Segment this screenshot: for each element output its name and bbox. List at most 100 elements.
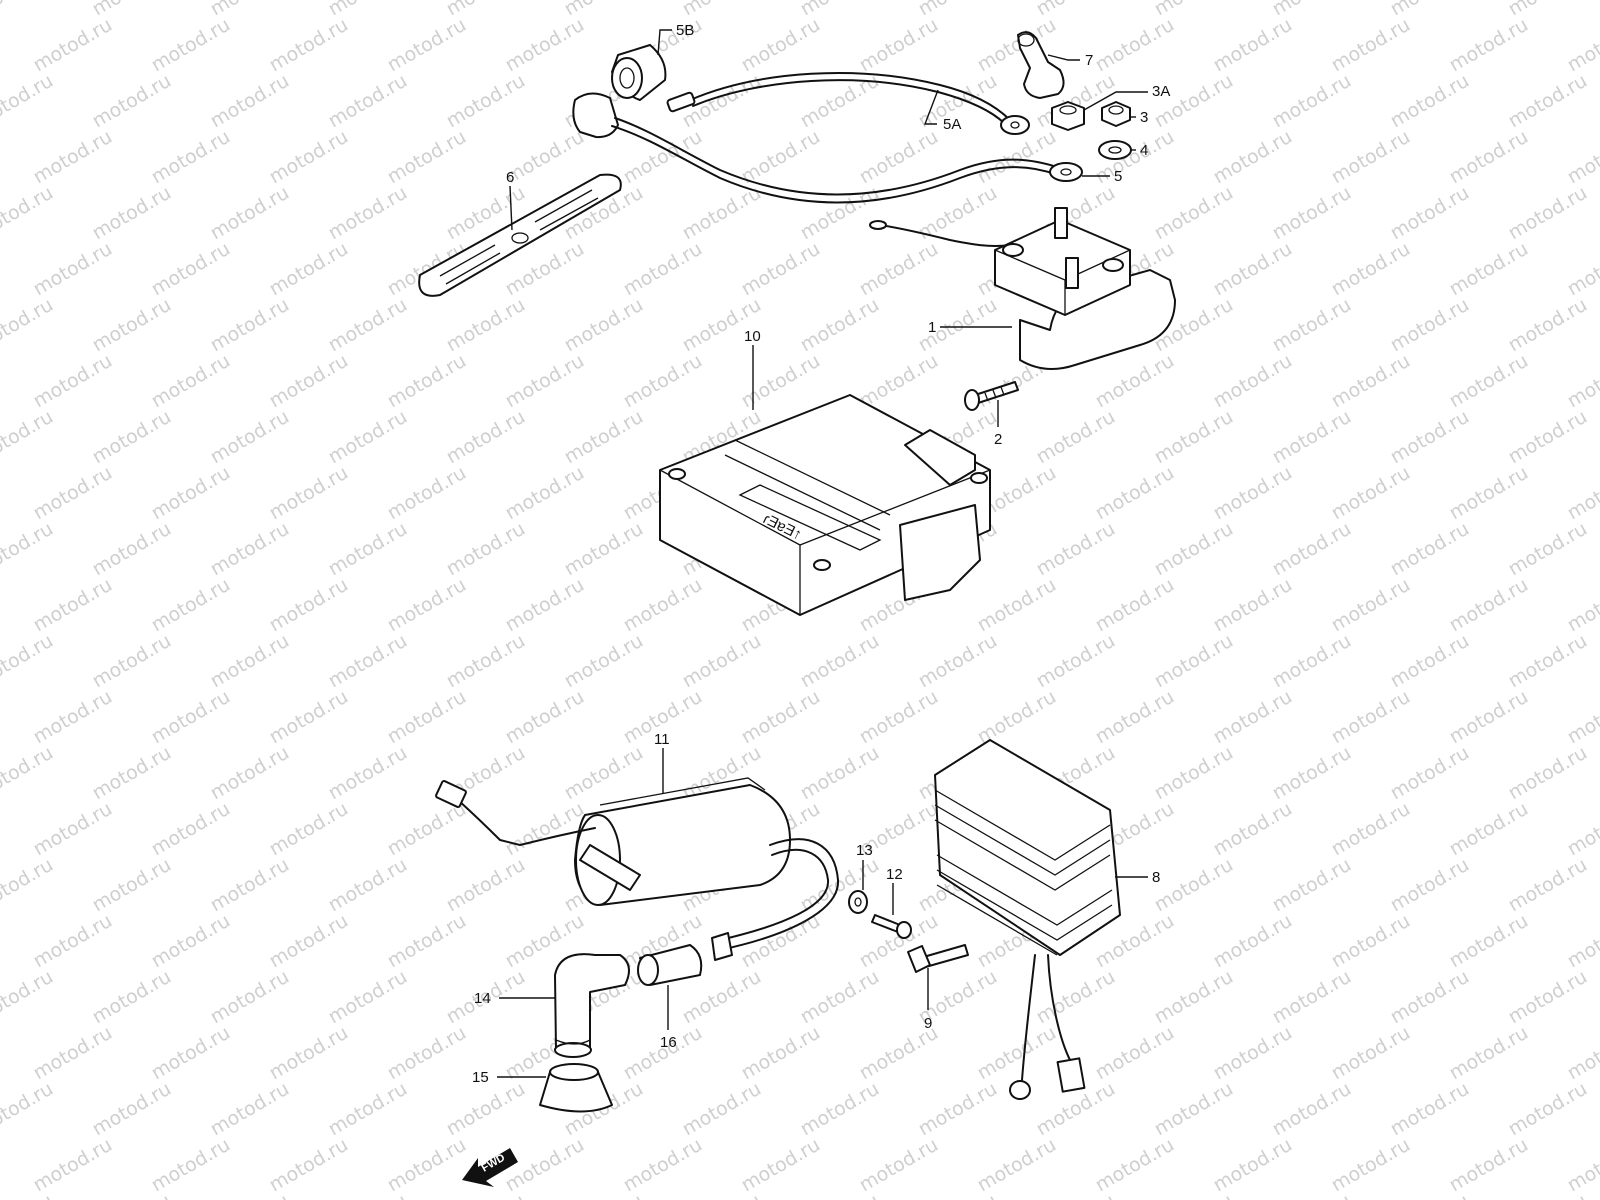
watermark-text: motod.ru (0, 294, 57, 357)
watermark-text: motod.ru (1151, 182, 1237, 245)
watermark-text: motod.ru (0, 1078, 57, 1141)
watermark-text: motod.ru (1446, 910, 1532, 973)
watermark-text: motod.ru (148, 14, 234, 77)
watermark-text: motod.ru (974, 1134, 1060, 1197)
watermark-text: motod.ru (1210, 126, 1296, 189)
watermark-text: motod.ru (1033, 518, 1119, 581)
watermark-text: motod.ru (1269, 742, 1355, 805)
strap-6[interactable] (418, 173, 622, 297)
watermark-text: motod.ru (266, 238, 352, 301)
watermark-text: motod.ru (325, 966, 411, 1029)
watermark-text: motod.ru (89, 742, 175, 805)
watermark-text: motod.ru (1564, 14, 1600, 77)
watermark-text: motod.ru (443, 854, 529, 917)
watermark-text: motod.ru (148, 1134, 234, 1197)
watermark-text: motod.ru (1151, 1190, 1237, 1200)
watermark-text: motod.ru (148, 798, 234, 861)
watermark-text: motod.ru (1446, 1134, 1532, 1197)
watermark-text: motod.ru (325, 294, 411, 357)
watermark-text: motod.ru (0, 70, 57, 133)
cable-5a[interactable] (666, 72, 1030, 135)
watermark-text: motod.ru (1033, 406, 1119, 469)
watermark-text: motod.ru (1328, 462, 1414, 525)
watermark-text: motod.ru (266, 350, 352, 413)
callout-6: 6 (506, 169, 514, 186)
nut-3[interactable] (1101, 101, 1131, 127)
watermark-text: motod.ru (1033, 966, 1119, 1029)
watermark-text: motod.ru (148, 126, 234, 189)
watermark-text: motod.ru (443, 630, 529, 693)
watermark-text: motod.ru (266, 462, 352, 525)
screw-2[interactable] (964, 381, 1019, 411)
watermark-text: motod.ru (1387, 70, 1473, 133)
watermark-text: motod.ru (856, 350, 942, 413)
callout-11: 11 (654, 731, 670, 748)
watermark-text: motod.ru (266, 910, 352, 973)
watermark-text: motod.ru (679, 630, 765, 693)
module-10[interactable]: ɾƎɐƎ↑ (659, 394, 991, 616)
watermark-text: motod.ru (443, 518, 529, 581)
watermark-text: motod.ru (1446, 238, 1532, 301)
watermark-text: motod.ru (502, 1134, 588, 1197)
watermark-text: motod.ru (1505, 518, 1591, 581)
seal-15[interactable] (539, 1063, 613, 1113)
watermark-text: motod.ru (915, 1078, 1001, 1141)
watermark-text: motod.ru (148, 574, 234, 637)
watermark-text: motod.ru (1328, 574, 1414, 637)
relay-1[interactable] (869, 207, 1176, 370)
watermark-text: motod.ru (30, 14, 116, 77)
watermark-text: motod.ru (1446, 14, 1532, 77)
watermark-text: motod.ru (1210, 686, 1296, 749)
watermark-text: motod.ru (207, 518, 293, 581)
cable-5[interactable] (572, 92, 1083, 204)
watermark-text: motod.ru (738, 1022, 824, 1085)
watermark-text: motod.ru (1564, 238, 1600, 301)
watermark-text: motod.ru (89, 406, 175, 469)
boot-16[interactable] (637, 944, 703, 986)
watermark-text: motod.ru (325, 182, 411, 245)
watermark-text: motod.ru (620, 574, 706, 637)
cap-7[interactable] (1017, 31, 1065, 99)
watermark-text: motod.ru (1092, 686, 1178, 749)
watermark-text: motod.ru (974, 126, 1060, 189)
watermark-text: motod.ru (797, 630, 883, 693)
coil-11[interactable] (435, 777, 840, 961)
watermark-text: motod.ru (1505, 182, 1591, 245)
watermark-text: motod.ru (1151, 742, 1237, 805)
screw-12[interactable] (871, 914, 912, 939)
regulator-8[interactable] (934, 739, 1121, 1100)
watermark-text: motod.ru (738, 350, 824, 413)
watermark-text: motod.ru (1505, 854, 1591, 917)
callout-5: 5 (1114, 168, 1122, 185)
watermark-text: motod.ru (266, 14, 352, 77)
watermark-text: motod.ru (30, 126, 116, 189)
watermark-text: motod.ru (502, 126, 588, 189)
washer-13[interactable] (848, 890, 868, 914)
watermark-text: motod.ru (502, 350, 588, 413)
watermark-text: motod.ru (207, 630, 293, 693)
watermark-text: motod.ru (1387, 742, 1473, 805)
watermark-text: motod.ru (1564, 1022, 1600, 1085)
watermark-text: motod.ru (738, 1134, 824, 1197)
watermark-text: motod.ru (620, 126, 706, 189)
watermark-text: motod.ru (856, 1134, 942, 1197)
watermark-text: motod.ru (30, 910, 116, 973)
watermark-text: motod.ru (325, 742, 411, 805)
watermark-text: motod.ru (1269, 70, 1355, 133)
bolt-9[interactable] (907, 944, 969, 973)
watermark-text: motod.ru (384, 1134, 470, 1197)
watermark-text: motod.ru (1328, 14, 1414, 77)
watermark-text: motod.ru (1328, 350, 1414, 413)
watermark-text: motod.ru (89, 1078, 175, 1141)
watermark-text: motod.ru (266, 126, 352, 189)
watermark-text: motod.ru (561, 1190, 647, 1200)
watermark-text: motod.ru (1564, 798, 1600, 861)
plug-cap-14[interactable] (554, 953, 630, 1058)
watermark-text: motod.ru (30, 574, 116, 637)
nut-3a[interactable] (1051, 101, 1085, 131)
watermark-text: motod.ru (89, 966, 175, 1029)
watermark-text: motod.ru (266, 798, 352, 861)
boot-5b[interactable] (611, 44, 667, 101)
washer-4[interactable] (1098, 140, 1132, 160)
watermark-text: motod.ru (1269, 182, 1355, 245)
